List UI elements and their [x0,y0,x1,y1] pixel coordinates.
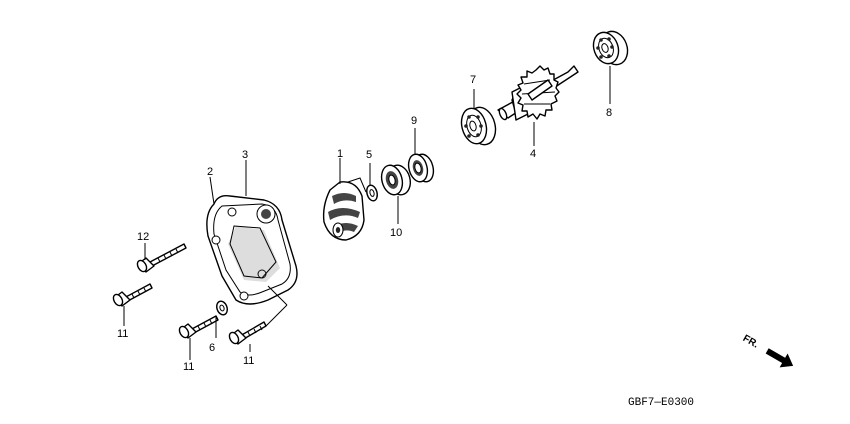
callout-7: 7 [470,74,476,86]
callout-6: 6 [209,342,215,354]
callout-3: 3 [242,149,248,161]
callout-10: 10 [390,227,402,239]
callout-8: 8 [606,107,612,119]
callout-1: 1 [337,148,343,160]
front-direction-label: FR. [741,333,761,351]
front-direction-arrow-icon [765,348,794,368]
part-11-bolt-right [228,321,267,345]
part-4-pump-shaft [497,65,579,121]
callout-11-middle: 11 [183,361,194,373]
callout-12: 12 [137,231,149,243]
part-7-bearing [460,106,497,146]
part-11-bolt-left [112,283,153,307]
part-3-pump-cover [206,194,298,305]
part-5-washer [366,184,378,202]
part-6-washer [216,300,228,316]
part-12-bolt [136,243,187,273]
callout-9: 9 [411,115,417,127]
callout-4: 4 [530,148,536,160]
part-1-impeller [322,177,367,241]
part-10-bearing [380,164,412,196]
callout-11-right: 11 [243,355,254,367]
part-9-oil-seal [407,153,435,183]
part-11-bolt-middle [178,315,219,339]
drawing-code: GBF7—E0300 [628,397,694,409]
front-direction-indicator: FR. [741,333,794,368]
callout-2: 2 [207,166,213,178]
callout-5: 5 [366,149,372,161]
part-8-bearing [592,30,629,66]
callout-11-left: 11 [117,328,128,340]
